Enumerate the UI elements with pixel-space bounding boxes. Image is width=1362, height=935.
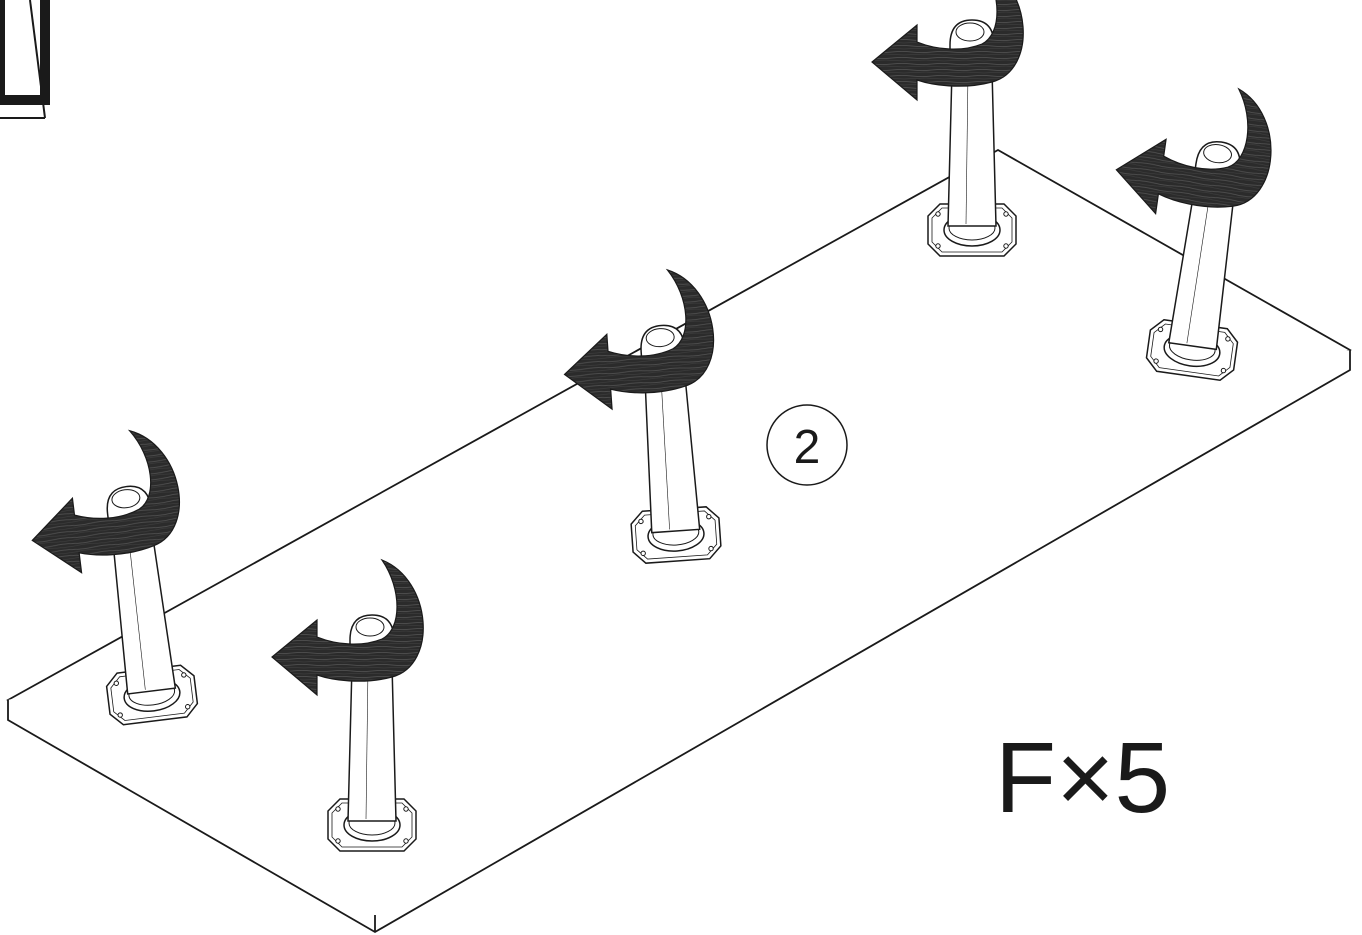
rotate-arrow-icon xyxy=(19,425,188,579)
rotate-arrow-icon xyxy=(1110,73,1281,229)
step-number: 2 xyxy=(794,421,821,474)
panel-corner-fragment xyxy=(0,0,50,119)
part-quantity-label: F×5 xyxy=(995,722,1170,834)
rotate-arrow-icon xyxy=(871,0,1024,101)
step-number-badge: 2 xyxy=(766,404,848,486)
